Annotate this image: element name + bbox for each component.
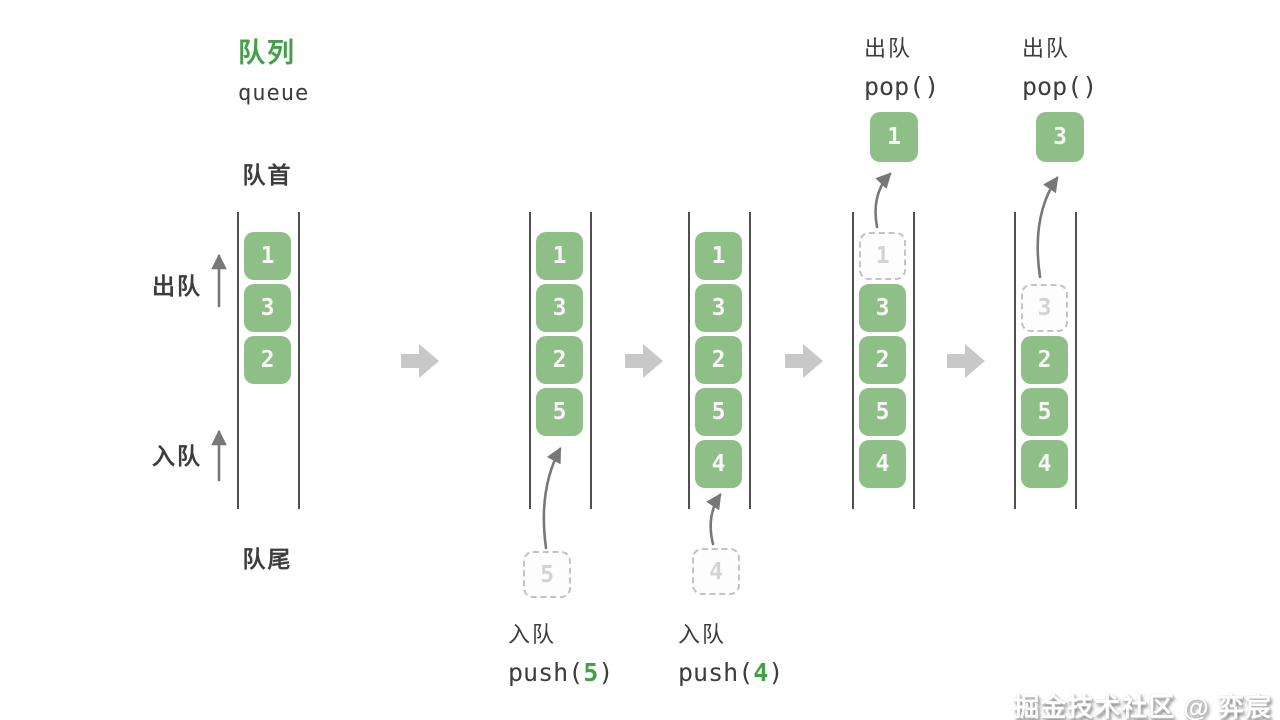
queue-state-1-element-3: 3 — [244, 284, 291, 332]
watermark: 掘金技术社区 @ 弈宸 — [1013, 692, 1272, 720]
queue-state-5-element-2: 2 — [1021, 336, 1068, 384]
queue-state-1-wall-left — [237, 212, 239, 509]
queue-state-2-wall-left — [529, 212, 531, 509]
queue-state-3-element-3: 3 — [695, 284, 742, 332]
queue-state-5-element-3-removed: 3 — [1021, 284, 1068, 332]
queue-state-4-element-4: 4 — [859, 440, 906, 488]
queue-state-4-element-1-removed: 1 — [859, 232, 906, 280]
op-label-pop-3: 出队 pop() — [1022, 31, 1097, 101]
queue-state-3-element-4: 4 — [695, 440, 742, 488]
pop-1-arrow — [874, 172, 892, 229]
label-dequeue: 出队 — [152, 273, 202, 299]
queue-state-2-element-2: 2 — [536, 336, 583, 384]
queue-state-4-wall-left — [852, 212, 854, 509]
queue-state-3-element-1: 1 — [695, 232, 742, 280]
queue-state-5-element-4: 4 — [1021, 440, 1068, 488]
queue-state-1-element-2: 2 — [244, 336, 291, 384]
queue-state-2-element-5: 5 — [536, 388, 583, 436]
queue-state-5-element-5: 5 — [1021, 388, 1068, 436]
op-label-pop-3-cn: 出队 — [1022, 36, 1071, 61]
queue-state-1-wall-right — [298, 212, 300, 509]
next-state-arrow-2 — [625, 344, 663, 378]
op-label-push-4: 入队 push(4) — [678, 617, 783, 687]
push-4-arrow — [706, 493, 722, 546]
op-label-push-5: 入队 push(5) — [508, 617, 613, 687]
label-enqueue: 入队 — [152, 443, 202, 469]
op-label-push-4-code: push(4) — [678, 658, 784, 687]
queue-state-2-wall-right — [590, 212, 592, 509]
incoming-element-5: 5 — [523, 551, 571, 598]
pop-3-arrow — [1036, 176, 1059, 279]
popped-element-3: 3 — [1036, 112, 1084, 162]
queue-state-4-element-5: 5 — [859, 388, 906, 436]
op-label-pop-1-cn: 出队 — [864, 36, 913, 61]
queue-state-4-element-3: 3 — [859, 284, 906, 332]
diagram-subtitle: queue — [238, 81, 310, 106]
op-label-pop-1: 出队 pop() — [864, 31, 939, 101]
queue-state-3-element-2: 2 — [695, 336, 742, 384]
queue-state-5-wall-left — [1014, 212, 1016, 509]
queue-state-3-element-5: 5 — [695, 388, 742, 436]
label-queue-front: 队首 — [242, 162, 293, 188]
push-5-arrow — [542, 446, 562, 550]
queue-state-4-wall-right — [913, 212, 915, 509]
queue-state-2-element-3: 3 — [536, 284, 583, 332]
title-block: 队列 queue — [238, 31, 309, 106]
op-label-pop-1-code: pop() — [864, 72, 940, 101]
queue-state-3-wall-right — [749, 212, 751, 509]
queue-state-3-wall-left — [688, 212, 690, 509]
next-state-arrow-1 — [401, 344, 439, 378]
incoming-element-4: 4 — [692, 548, 740, 595]
next-state-arrow-4 — [947, 344, 985, 378]
op-label-push-5-code: push(5) — [508, 658, 614, 687]
op-label-push-4-cn: 入队 — [678, 622, 727, 647]
queue-state-4-element-2: 2 — [859, 336, 906, 384]
label-queue-tail: 队尾 — [242, 546, 293, 572]
queue-state-2-element-1: 1 — [536, 232, 583, 280]
popped-element-1: 1 — [870, 112, 918, 162]
op-label-pop-3-code: pop() — [1022, 72, 1098, 101]
op-label-push-5-cn: 入队 — [508, 622, 557, 647]
queue-state-5-wall-right — [1075, 212, 1077, 509]
next-state-arrow-3 — [785, 344, 823, 378]
queue-state-1-element-1: 1 — [244, 232, 291, 280]
diagram-title: 队列 — [238, 38, 296, 68]
